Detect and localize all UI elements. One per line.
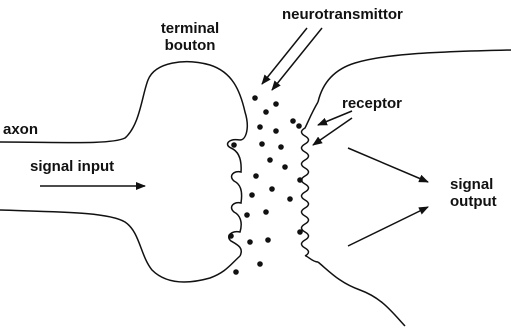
bouton-synaptic-membrane [228, 140, 242, 256]
axon-lower-membrane [0, 210, 240, 282]
axon-label: axon [3, 121, 38, 138]
receptor-arrow-2 [313, 118, 352, 145]
signal-output-label-line1: signal [450, 176, 497, 193]
signal-output-label: signal output [450, 176, 497, 210]
neurotransmitter-label: neurotransmittor [282, 6, 403, 23]
postsynaptic-receptor-membrane [302, 102, 319, 262]
receptor-label: receptor [342, 95, 402, 112]
terminal-bouton-label: terminal bouton [152, 20, 228, 54]
signal-output-arrow-lower [348, 207, 428, 246]
signal-output-label-line2: output [450, 193, 497, 210]
receptor-arrow-1 [318, 111, 352, 125]
terminal-bouton-label-line2: bouton [152, 37, 228, 54]
postsynaptic-lower-membrane [318, 262, 405, 326]
neurotransmitter-arrow-2 [272, 28, 322, 90]
signal-output-arrow-upper [348, 148, 428, 182]
signal-input-label: signal input [30, 158, 114, 175]
terminal-bouton-label-line1: terminal [152, 20, 228, 37]
